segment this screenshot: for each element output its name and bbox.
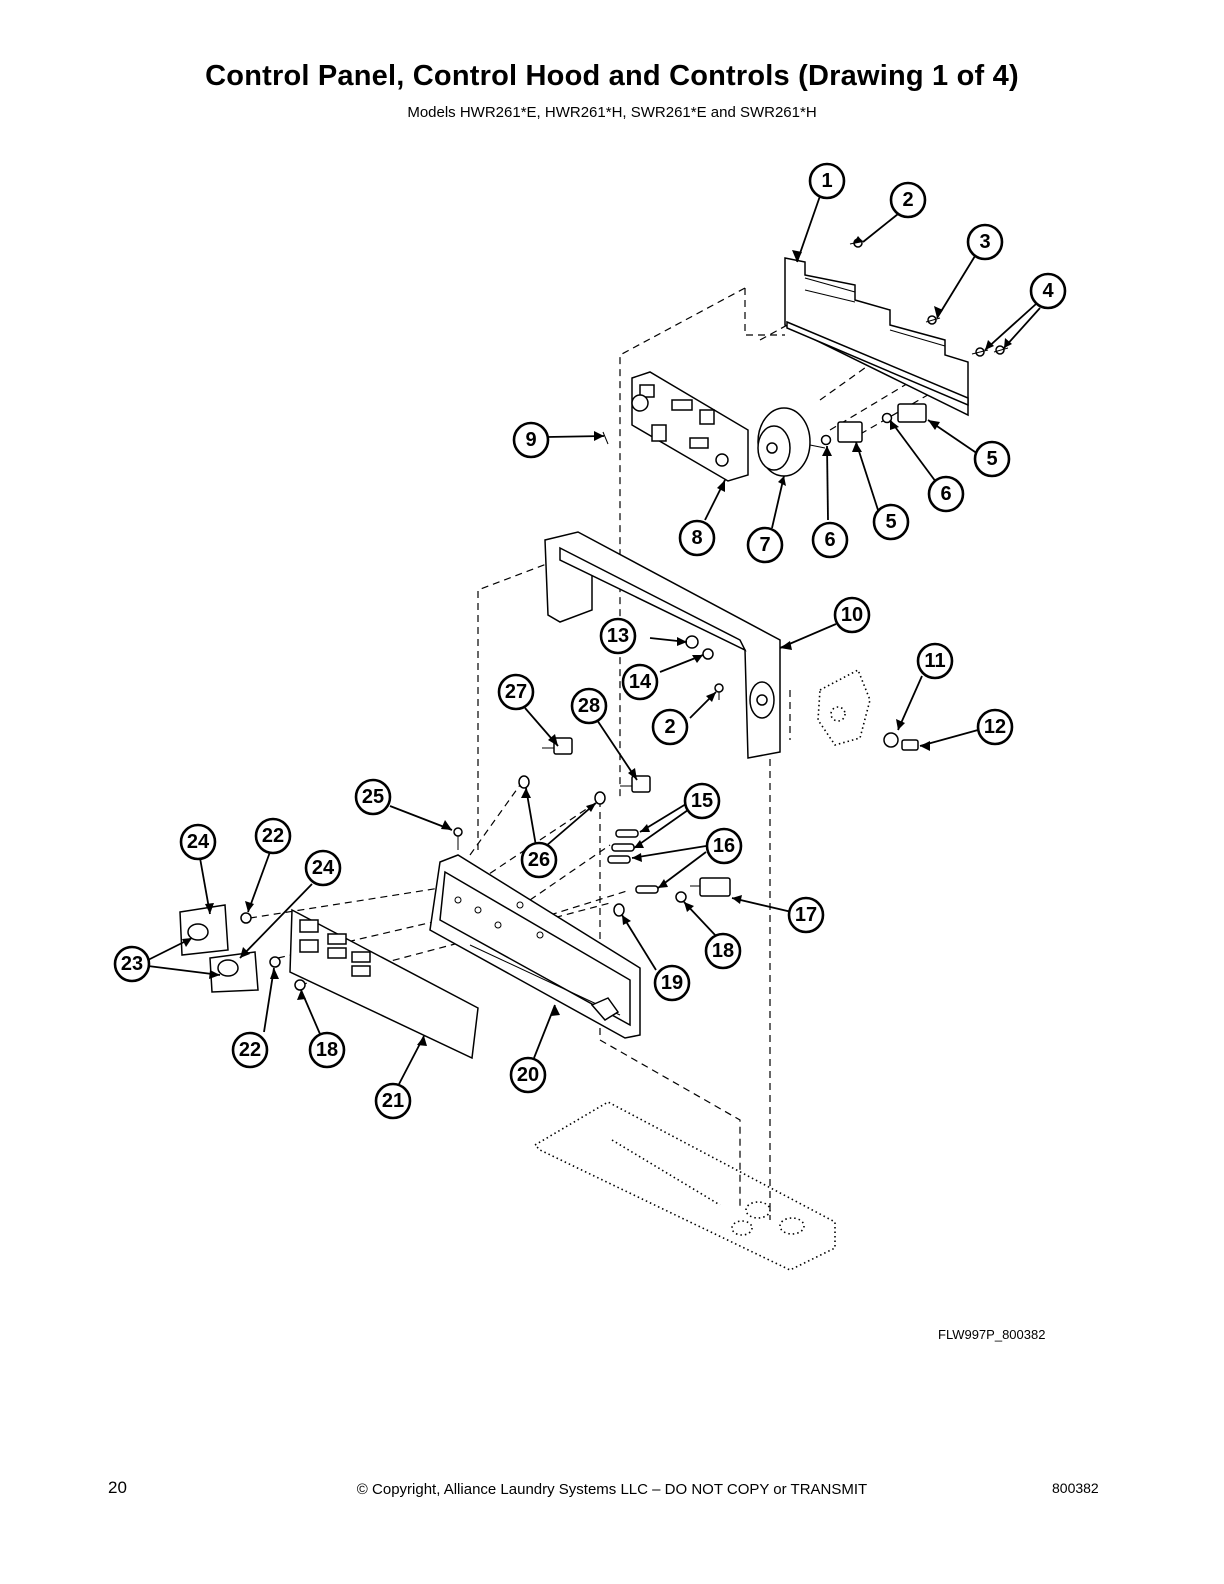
svg-text:27: 27: [505, 681, 527, 703]
callout-9: 9: [512, 421, 550, 459]
svg-text:28: 28: [578, 695, 600, 717]
callout-4: 4: [1029, 272, 1067, 310]
svg-text:21: 21: [382, 1090, 404, 1112]
screw-4b-icon: [993, 345, 1009, 355]
callout-21: 21: [374, 1082, 412, 1120]
callout-3: 3: [966, 223, 1004, 261]
callout-balloons: 1 2 3 4 5 6 5 6 9 8 7 10 13 14 2 11 12 2…: [113, 162, 1067, 1120]
callout-26: 26: [520, 841, 558, 879]
svg-text:22: 22: [239, 1039, 261, 1061]
callout-10: 10: [833, 596, 871, 634]
svg-text:24: 24: [312, 857, 335, 879]
svg-text:16: 16: [713, 835, 735, 857]
svg-text:14: 14: [629, 671, 652, 693]
callout-15: 15: [683, 782, 721, 820]
svg-text:2: 2: [902, 189, 913, 211]
svg-text:17: 17: [795, 904, 817, 926]
svg-text:18: 18: [712, 940, 734, 962]
callout-25: 25: [354, 778, 392, 816]
svg-text:25: 25: [362, 786, 384, 808]
callout-14: 14: [621, 663, 659, 701]
page-number: 20: [108, 1478, 127, 1497]
callout-24: 24: [304, 849, 342, 887]
page-title: Control Panel, Control Hood and Controls…: [205, 60, 1019, 92]
callout-2: 2: [889, 181, 927, 219]
callout-13: 13: [599, 617, 637, 655]
callout-20: 20: [509, 1056, 547, 1094]
callout-24: 24: [179, 823, 217, 861]
svg-text:8: 8: [691, 527, 702, 549]
callout-28: 28: [570, 687, 608, 725]
svg-text:5: 5: [986, 448, 997, 470]
svg-text:6: 6: [940, 483, 951, 505]
svg-text:18: 18: [316, 1039, 338, 1061]
svg-text:12: 12: [984, 716, 1006, 738]
callout-2: 2: [651, 708, 689, 746]
callout-19: 19: [653, 964, 691, 1002]
svg-text:10: 10: [841, 604, 863, 626]
svg-text:7: 7: [759, 534, 770, 556]
svg-text:5: 5: [885, 511, 896, 533]
callout-7: 7: [746, 526, 784, 564]
callout-23: 23: [113, 945, 151, 983]
svg-text:3: 3: [979, 231, 990, 253]
callout-11: 11: [916, 642, 954, 680]
svg-text:22: 22: [262, 825, 284, 847]
callout-18: 18: [308, 1031, 346, 1069]
callout-5: 5: [973, 440, 1011, 478]
screw-3-icon: [925, 315, 941, 325]
svg-text:9: 9: [525, 429, 536, 451]
callout-22: 22: [231, 1031, 269, 1069]
callout-8: 8: [678, 519, 716, 557]
callout-1: 1: [808, 162, 846, 200]
screw-2-mid-icon: [714, 683, 724, 700]
screw-4a-icon: [971, 347, 989, 357]
svg-text:1: 1: [821, 170, 832, 192]
callout-22: 22: [254, 817, 292, 855]
parts-illustration: [179, 238, 1009, 1271]
drawing-code: FLW997P_800382: [938, 1327, 1046, 1342]
svg-text:4: 4: [1042, 280, 1054, 302]
svg-text:13: 13: [607, 625, 629, 647]
page-subtitle: Models HWR261*E, HWR261*H, SWR261*E and …: [407, 104, 817, 121]
leader-arrowheads: [182, 236, 1012, 1046]
svg-text:6: 6: [824, 529, 835, 551]
callout-27: 27: [497, 673, 535, 711]
svg-text:19: 19: [661, 972, 683, 994]
svg-text:20: 20: [517, 1064, 539, 1086]
svg-text:26: 26: [528, 849, 550, 871]
svg-text:2: 2: [664, 716, 675, 738]
callout-6: 6: [927, 475, 965, 513]
svg-text:24: 24: [187, 831, 210, 853]
copyright-notice: © Copyright, Alliance Laundry Systems LL…: [356, 1481, 868, 1498]
callout-12: 12: [976, 708, 1014, 746]
svg-text:15: 15: [691, 790, 713, 812]
callout-6: 6: [811, 521, 849, 559]
callout-5: 5: [872, 503, 910, 541]
callout-17: 17: [787, 896, 825, 934]
callout-16: 16: [705, 827, 743, 865]
svg-text:11: 11: [924, 650, 945, 672]
callout-18: 18: [704, 932, 742, 970]
document-number: 800382: [1052, 1480, 1099, 1496]
svg-text:23: 23: [121, 953, 143, 975]
